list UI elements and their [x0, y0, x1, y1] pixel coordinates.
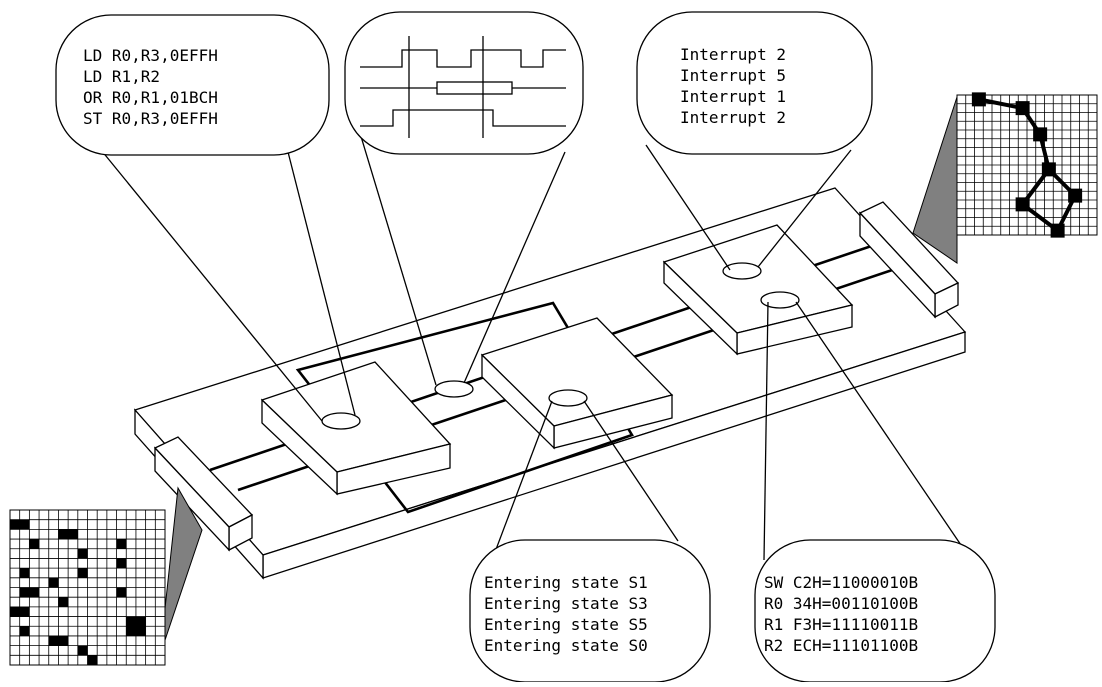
data-valid-window: [436, 81, 513, 95]
filled-cell: [29, 539, 40, 549]
filled-cell: [116, 539, 127, 549]
filled-cell: [10, 606, 20, 617]
assembly-line: LD R1,R2: [83, 67, 160, 86]
callout-leaders: [96, 99, 964, 561]
filled-cell: [135, 626, 146, 636]
filled-cell: [58, 597, 69, 607]
graph-node: [1068, 188, 1083, 203]
probe-chip-3-bottom: [760, 291, 800, 309]
assembly-line: ST R0,R3,0EFFH: [83, 109, 218, 128]
filled-cell: [77, 645, 88, 656]
filled-cell: [135, 616, 146, 627]
state-lines: Entering state S1 Entering state S3 Ente…: [484, 573, 648, 655]
interrupt-line: Interrupt 1: [680, 87, 786, 106]
magnifier-wedge-left: [159, 486, 203, 656]
filled-cell: [58, 529, 69, 540]
filled-cell: [58, 635, 69, 646]
state-line: Entering state S1: [484, 573, 648, 592]
graph-node: [1050, 223, 1065, 238]
filled-cell: [68, 529, 78, 540]
probe-chip-3-top: [722, 262, 762, 280]
state-line: Entering state S0: [484, 636, 648, 655]
interrupt-line: Interrupt 2: [680, 45, 786, 64]
pixel-grid-left: [9, 509, 166, 666]
graph-node: [971, 92, 986, 107]
filled-cell: [19, 626, 30, 636]
pixel-grid-right: [956, 92, 1098, 238]
filled-cell: [126, 616, 136, 627]
graph-node: [1033, 127, 1048, 142]
end-cap-right: [858, 201, 960, 319]
filled-cell: [19, 587, 30, 598]
probe-bus: [434, 380, 474, 398]
state-line: Entering state S3: [484, 594, 648, 613]
filled-cell: [19, 519, 30, 530]
chip-2: [480, 317, 674, 450]
graph-node: [1015, 101, 1030, 116]
assembly-lines: LD R0,R3,0EFFH LD R1,R2 OR R0,R1,01BCH S…: [83, 46, 218, 128]
filled-cell: [29, 587, 40, 598]
interrupt-line: Interrupt 2: [680, 108, 786, 127]
clock-waveform: [360, 49, 566, 68]
graph-node: [1041, 162, 1056, 177]
magnifier-wedge-right: [912, 96, 958, 264]
register-line: R0 34H=00110100B: [764, 594, 918, 613]
register-line: SW C2H=11000010B: [764, 573, 918, 592]
interrupt-lines: Interrupt 2 Interrupt 5 Interrupt 1 Inte…: [680, 45, 786, 127]
state-line: Entering state S5: [484, 615, 648, 634]
callout-assembly: [55, 14, 330, 156]
filled-cell: [48, 635, 59, 646]
filled-cell: [77, 568, 88, 578]
filled-cell: [19, 568, 30, 578]
probe-chip-2: [548, 389, 588, 407]
timing-waveforms: [360, 36, 566, 138]
interrupt-line: Interrupt 5: [680, 66, 786, 85]
end-cap-left: [153, 436, 254, 552]
graph-edge: [978, 97, 1024, 111]
filled-cell: [77, 548, 88, 559]
strobe-waveform: [360, 109, 566, 127]
filled-cell: [48, 577, 59, 588]
filled-cell: [10, 519, 20, 530]
register-line: R2 ECH=11101100B: [764, 636, 918, 655]
register-line: R1 F3H=11110011B: [764, 615, 918, 634]
chip-3: [662, 224, 854, 356]
filled-cell: [19, 606, 30, 617]
probe-chip-1: [321, 412, 361, 430]
assembly-line: OR R0,R1,01BCH: [83, 88, 218, 107]
assembly-line: LD R0,R3,0EFFH: [83, 46, 218, 65]
filled-cell: [126, 626, 136, 636]
callout-interrupts: [636, 11, 873, 155]
graph-node: [1015, 197, 1030, 212]
filled-cell: [116, 558, 127, 569]
filled-cell: [116, 587, 127, 598]
filled-cell: [87, 655, 98, 665]
register-lines: SW C2H=11000010B R0 34H=00110100B R1 F3H…: [764, 573, 918, 655]
